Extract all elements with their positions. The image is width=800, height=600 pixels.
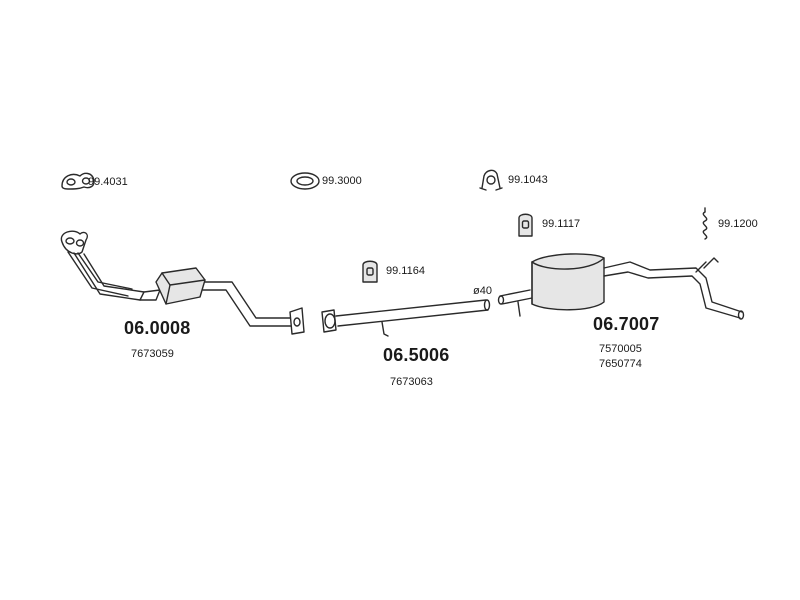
accessory-code-mount-rear: 99.1117 [542, 218, 581, 230]
part-code-rear: 06.7007 [593, 314, 660, 334]
part-ref-rear-1: 7570005 [599, 343, 642, 355]
accessory-code-hanger: 99.1043 [508, 174, 548, 186]
rear-silencer [497, 253, 745, 320]
part-ref-rear-2: 7650774 [599, 358, 642, 370]
accessory-code-spring: 99.1200 [718, 218, 758, 230]
part-ref-middle: 7673063 [390, 376, 433, 388]
rubber-mount-icon [362, 260, 378, 283]
rubber-mount-icon [518, 213, 533, 237]
accessory-code-gasket: 99.3000 [322, 175, 362, 187]
part-ref-front: 7673059 [131, 348, 174, 360]
catalytic-front-pipe [60, 230, 305, 335]
part-code-front: 06.0008 [124, 318, 191, 338]
intermediate-pipe [321, 299, 491, 337]
spring-bolt-icon [702, 207, 708, 240]
gasket-ring-icon [290, 172, 320, 190]
diameter-label: ø40 [473, 285, 492, 297]
accessory-code-mount-mid: 99.1164 [386, 265, 425, 277]
part-code-middle: 06.5006 [383, 345, 450, 365]
accessory-code-clamp: 99.4031 [88, 176, 128, 188]
hanger-icon [479, 169, 503, 191]
clamp-icon [61, 172, 95, 190]
